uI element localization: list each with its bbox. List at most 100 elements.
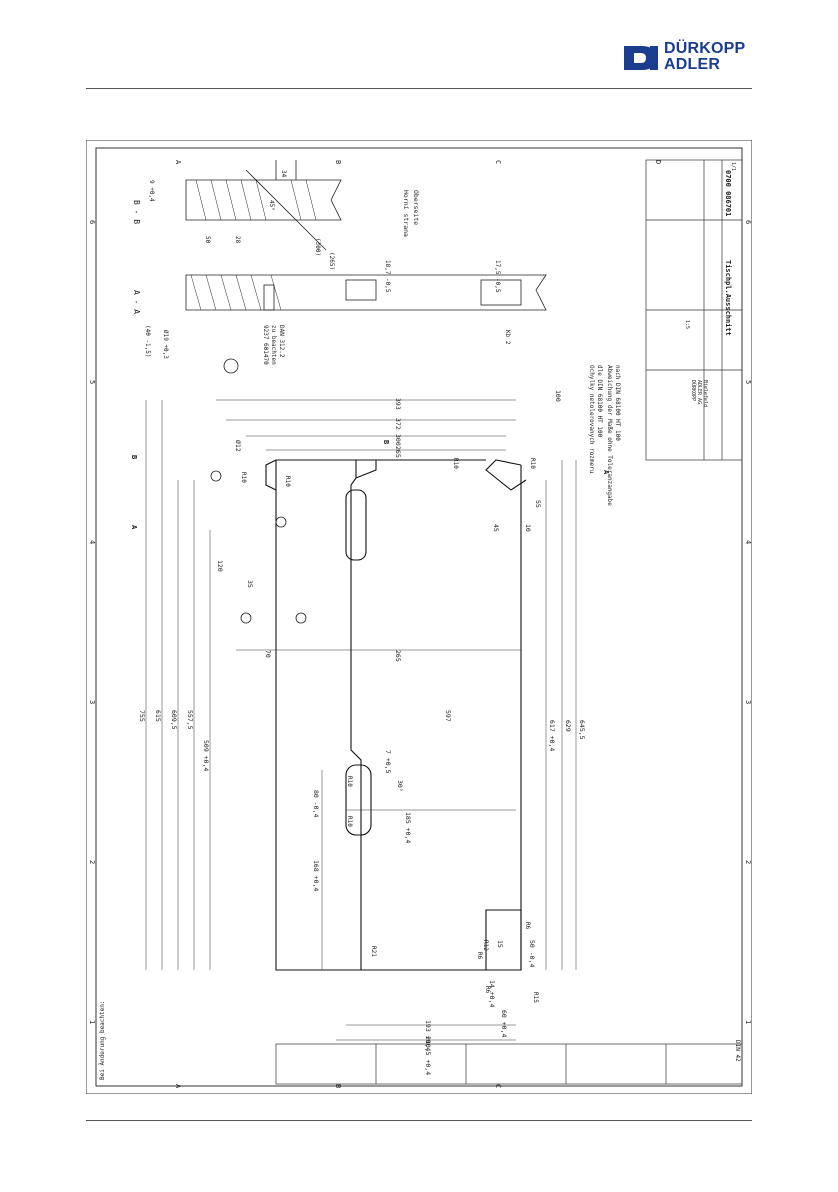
dim-70: 70 xyxy=(264,650,272,658)
hole-marker-icon xyxy=(275,516,287,528)
drawing-scale: 1:5 xyxy=(684,320,690,329)
dim-617: 617 +0,4 xyxy=(548,720,556,751)
dimension-labels: 755 615 609,5 557,5 509 +0,4 120 35 70 2… xyxy=(138,390,586,1075)
kb-label: Kb 2 xyxy=(504,330,511,345)
sheet-number: 1/1 xyxy=(730,162,736,171)
company-line: DÜRKOPP xyxy=(690,380,697,401)
frame-letter: C xyxy=(494,1084,502,1088)
logo-mark-icon xyxy=(624,46,658,70)
dim-645-5: 645,5 xyxy=(578,720,586,740)
part-note: 9237 601470 zu beachten DAN 312.2 xyxy=(262,325,285,365)
drawing-number: 0700 086701 xyxy=(724,170,732,216)
frame-number: 6 xyxy=(88,220,96,224)
hole-marker-icon xyxy=(240,612,252,624)
section-bb-label: B - B xyxy=(132,200,141,224)
dim-210-5: 210,5 +0,4 xyxy=(424,1036,432,1075)
dim-80: 80 -0,4 xyxy=(312,790,320,817)
dim-14: 14 +0,4 xyxy=(488,980,496,1007)
frame-number: 5 xyxy=(88,380,96,384)
radius-label: R10 xyxy=(346,816,353,827)
tolerance-notes: Ochylky netolerovanych rozmeru dle DIN 6… xyxy=(588,365,621,506)
radius-labels: R10 R10 R10 R10 R10 R10 R21 R6 R6 R6 R12… xyxy=(240,458,539,1003)
change-note: Bei Änderung beachten: xyxy=(99,1001,106,1080)
top-side-de: Oberseite xyxy=(412,190,420,225)
part-note-line: zu beachten xyxy=(270,325,277,365)
dim-609-5: 609,5 xyxy=(170,710,178,730)
frame-number: 6 xyxy=(744,220,752,224)
radius-label: R6 xyxy=(476,952,483,960)
dim-10: 10 xyxy=(524,524,532,532)
dim-300: 300 xyxy=(394,434,402,446)
dim-15: 15 xyxy=(496,940,504,948)
technical-drawing: A B C D A B C 1 2 3 4 5 6 1 2 3 4 5 6 B … xyxy=(86,140,752,1094)
din-label: DIN 42 xyxy=(734,1040,741,1062)
dim-509: 509 +0,4 xyxy=(202,740,210,771)
dim-265: 265 xyxy=(394,446,402,458)
company-line: Bielefeld xyxy=(702,380,708,407)
dim-597: 597 xyxy=(444,710,452,722)
dim-372: 372 xyxy=(394,418,402,430)
dim-28: 28 xyxy=(234,236,241,244)
dim-35: 35 xyxy=(246,580,254,588)
dim-19: Ø19 +0,3 xyxy=(162,330,169,359)
frame-number: 3 xyxy=(744,700,752,704)
dim-300-ref: (300) xyxy=(314,238,321,256)
radius-label: R10 xyxy=(529,458,536,469)
brand-name: DÜRKOPP ADLER xyxy=(664,41,745,73)
brand-name-line1: DÜRKOPP xyxy=(664,40,746,57)
hole-marker-icon xyxy=(210,470,222,482)
header-rule xyxy=(86,88,752,89)
section-marker-b: B xyxy=(382,440,390,444)
dim-7: 7 +0,5 xyxy=(384,750,392,774)
section-aa-label: A - A xyxy=(132,290,141,314)
radius-label: R6 xyxy=(484,986,491,994)
dim-18-7: 18,7 -0,5 xyxy=(384,260,391,293)
section-marker-a: A xyxy=(130,525,138,530)
dim-629: 629 xyxy=(564,720,572,732)
radius-label: R6 xyxy=(524,922,531,930)
frame-letter: B xyxy=(334,160,342,164)
dim-265b: 265 xyxy=(394,650,402,662)
frame-number: 5 xyxy=(744,380,752,384)
dim-34: 34 xyxy=(280,170,287,178)
hole-marker-icon xyxy=(295,612,307,624)
frame-letter: D xyxy=(654,160,662,164)
section-aa xyxy=(185,274,547,311)
dim-50: 50 xyxy=(204,236,211,244)
dim-45deg: 45° xyxy=(268,200,275,211)
dimension-lines xyxy=(145,399,577,1041)
frame-number: 1 xyxy=(88,1020,96,1024)
section-marker-b: B xyxy=(130,455,138,459)
drawing-title: Tischpl.Ausschnitt xyxy=(724,260,732,336)
radius-label: R15 xyxy=(532,992,539,1003)
brand-name-line2: ADLER xyxy=(664,56,721,73)
frame-number: 2 xyxy=(88,860,96,864)
top-side-cz: Horní strana xyxy=(402,190,410,237)
title-block xyxy=(645,159,743,461)
part-note-line: 9237 601470 xyxy=(262,325,269,365)
deviation-note: nach DIN 68100 HT 100 xyxy=(614,365,621,441)
section-markers: A B B A xyxy=(130,440,610,530)
deviation-note: Abweichung der Maße ohne Toleranzangabe xyxy=(606,365,613,506)
roughness-note: dle DIN 68100 HT 100 xyxy=(596,365,603,438)
top-side-note: Horní strana Oberseite xyxy=(402,190,420,237)
dim-40: (40 -1,5) xyxy=(144,325,151,358)
frame-letter: A xyxy=(174,160,182,165)
dim-50b: 50 -0,4 xyxy=(528,940,536,967)
dim-45b: 45 xyxy=(492,524,500,532)
dim-55: 55 xyxy=(534,500,542,508)
bottom-info-strip xyxy=(275,1043,743,1085)
dim-120: 120 xyxy=(216,560,224,572)
frame-letter: A xyxy=(174,1084,182,1089)
footer-rule xyxy=(86,1120,752,1121)
radius-label: R12 xyxy=(482,940,489,951)
dim-17-5: 17,5 -0,5 xyxy=(494,260,501,293)
frame-numbers: 1 2 3 4 5 6 1 2 3 4 5 6 xyxy=(88,220,752,1024)
dim-755: 755 xyxy=(138,710,146,722)
frame-number: 1 xyxy=(744,1020,752,1024)
cutout-outline xyxy=(265,459,527,971)
dim-393: 393 xyxy=(394,398,402,410)
frame-number: 4 xyxy=(744,540,752,544)
part-note-line: DAN 312.2 xyxy=(278,325,285,358)
radius-label: R10 xyxy=(284,476,291,487)
